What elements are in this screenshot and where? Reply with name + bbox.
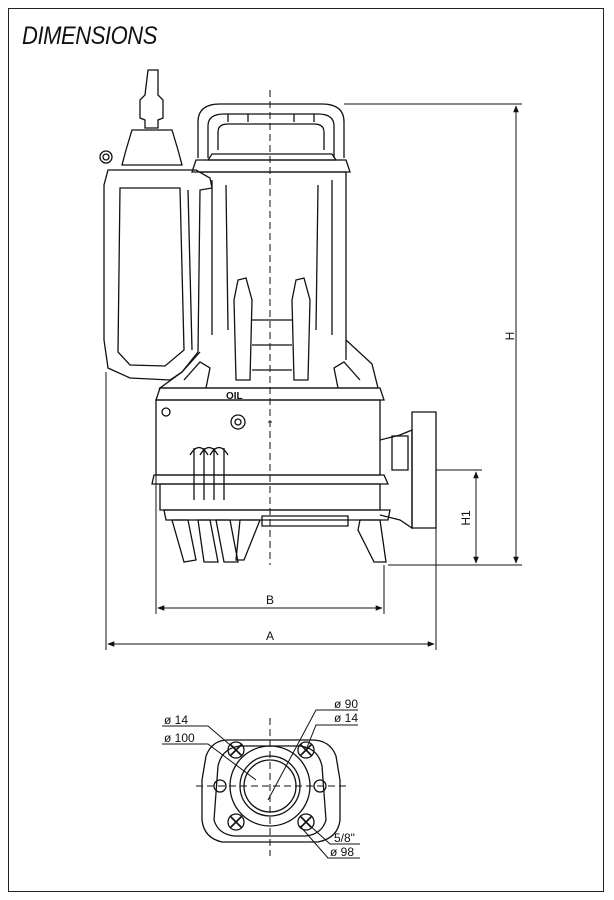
dim-a-label: A bbox=[266, 629, 274, 643]
pump-side-view bbox=[99, 69, 437, 563]
drawing-frame bbox=[8, 8, 604, 892]
dimension-h1 bbox=[436, 469, 482, 564]
bolt-hole-bottom-right bbox=[297, 813, 315, 831]
oil-plug bbox=[230, 414, 246, 430]
dim-h1-label: H1 bbox=[459, 510, 473, 526]
flange-outline bbox=[201, 739, 341, 843]
bolt-hole-top-left bbox=[227, 741, 245, 759]
oil-label: OIL bbox=[226, 391, 243, 402]
discharge-flange bbox=[379, 429, 413, 530]
flange-leaders bbox=[162, 709, 360, 859]
bolt-hole-top-right bbox=[297, 741, 315, 759]
lifting-handle bbox=[197, 103, 345, 158]
bolt-hole-bottom-left bbox=[227, 813, 245, 831]
bolt-hole-right bbox=[313, 779, 327, 793]
cable-gland bbox=[139, 69, 164, 129]
page-title: DIMENSIONS bbox=[22, 22, 157, 50]
lifting-eye bbox=[99, 150, 113, 164]
dimension-h bbox=[344, 103, 522, 566]
dim-thread: 5/8" bbox=[334, 831, 355, 845]
dim-d98: ø 98 bbox=[330, 845, 354, 859]
dim-h-label: H bbox=[503, 332, 517, 341]
volute bbox=[151, 474, 390, 485]
oil-chamber bbox=[155, 399, 381, 476]
dim-d100: ø 100 bbox=[164, 731, 195, 745]
base-feet bbox=[163, 509, 391, 521]
dim-d90: ø 90 bbox=[334, 697, 358, 711]
dim-d14-left: ø 14 bbox=[164, 713, 188, 727]
dimension-a bbox=[105, 372, 437, 650]
dim-b-label: B bbox=[266, 593, 274, 607]
dim-d14-right: ø 14 bbox=[334, 711, 358, 725]
pump-body bbox=[158, 171, 379, 389]
dimension-b bbox=[155, 400, 385, 614]
